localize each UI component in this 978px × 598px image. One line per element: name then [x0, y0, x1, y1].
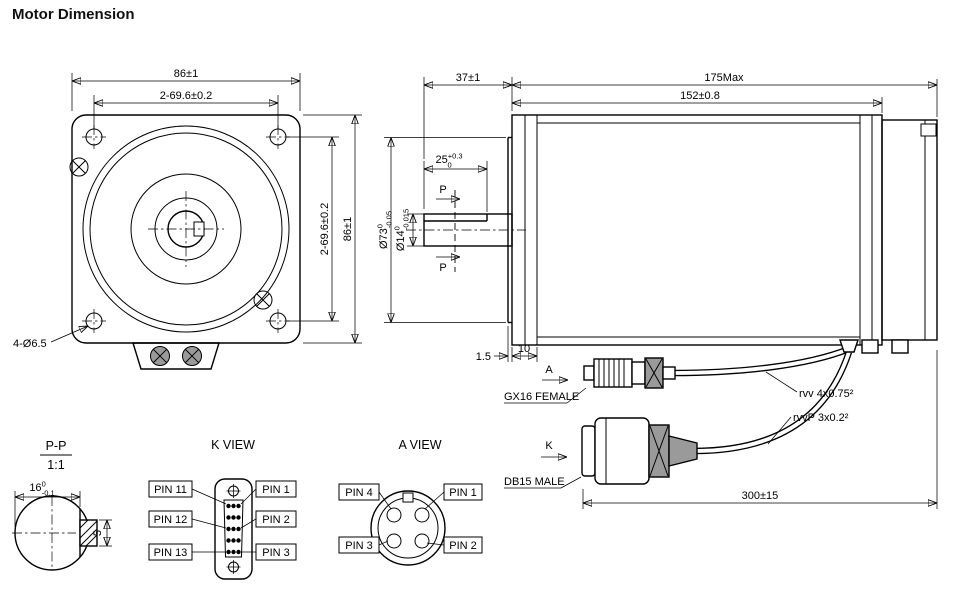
k-view: K VIEW PIN 11 PIN 12 PIN 13 PIN 1 PIN 2 …: [148, 438, 297, 580]
cable-power-label: rvv 4x0.75²: [799, 388, 854, 400]
gx16-connector: [583, 357, 676, 389]
db15-label: DB15 MALE: [504, 476, 582, 489]
cable-signal-label: rvvP 3x0.2²: [793, 412, 849, 424]
dim-pilot-dia: Ø730-0.05: [376, 211, 394, 249]
cable-labels: rvv 4x0.75² rvvP 3x0.2²: [765, 371, 854, 445]
section-mark-p-top: P: [439, 184, 446, 196]
pin-label: PIN 11: [154, 484, 187, 496]
dim-hole-spacing-right: 2-69.6±0.2: [319, 203, 331, 256]
cable-gland: [839, 339, 859, 353]
view-mark-a: A: [545, 364, 553, 376]
gx16-keyway-notch: [402, 492, 414, 503]
dim-hole-spacing-top: 2-69.6±0.2: [160, 90, 213, 102]
a-view-arrow: A: [542, 364, 568, 380]
dim-flange: 10: [518, 343, 530, 355]
cables: [671, 345, 853, 455]
db15-insert: [223, 499, 244, 558]
section-scale: 1:1: [47, 458, 64, 472]
gx16-pins: [386, 507, 430, 549]
dim-cable-length: 300±15: [742, 490, 779, 502]
dim-boss: 1.5: [476, 351, 491, 363]
gx16-face-inner: [377, 497, 439, 559]
side-view: P P: [376, 72, 938, 509]
assembly-screws: [69, 157, 273, 310]
dim-section-width: 160-0.1: [29, 480, 54, 498]
a-view: A VIEW PIN 4 PIN 1 PIN 3 PIN 2: [338, 438, 483, 566]
gx16-label: GX16 FEMALE: [504, 387, 587, 404]
section-title: P-P: [46, 439, 67, 453]
gx16-female-label: GX16 FEMALE: [504, 391, 579, 403]
front-view-dimensions: 86±1 2-69.6±0.2 86±1 2-69.6±0.2 4-Ø6.5: [13, 68, 362, 350]
front-connector-block: [132, 342, 220, 370]
pin-label: PIN 3: [345, 540, 373, 552]
dim-width-top: 86±1: [174, 68, 198, 80]
dim-key-height: 5: [92, 530, 104, 536]
k-view-arrow: K: [541, 440, 567, 457]
section-pp-marks: P P: [436, 184, 460, 274]
motor-body: [507, 114, 938, 346]
view-mark-k: K: [545, 440, 553, 452]
dim-body-length: 152±0.8: [680, 90, 720, 102]
db15-connector: [581, 417, 698, 485]
section-pp-view: P-P 1:1 160-0.1 5: [12, 439, 112, 571]
db15-male-label: DB15 MALE: [504, 476, 565, 488]
pin-label: PIN 13: [154, 547, 188, 559]
db15-pins: [226, 503, 241, 555]
front-view: 86±1 2-69.6±0.2 86±1 2-69.6±0.2 4-Ø6.5: [13, 68, 362, 370]
pin-label: PIN 1: [449, 487, 477, 499]
dim-total-length: 175Max: [704, 72, 744, 84]
dim-height-right: 86±1: [342, 217, 354, 241]
dim-shaft-dia: Ø140-0.015: [393, 209, 411, 251]
pin-label: PIN 2: [262, 514, 290, 526]
holes-callout: 4-Ø6.5: [13, 338, 47, 350]
pin-label: PIN 12: [154, 514, 188, 526]
a-view-title: A VIEW: [398, 438, 441, 452]
k-view-pin-labels: PIN 11 PIN 12 PIN 13 PIN 1 PIN 2 PIN 3: [148, 480, 297, 561]
page-title: Motor Dimension: [12, 6, 135, 23]
pin-label: PIN 4: [345, 487, 373, 499]
rear-details: [839, 339, 909, 354]
pin-label: PIN 1: [262, 484, 290, 496]
a-view-pin-labels: PIN 4 PIN 1 PIN 3 PIN 2: [338, 483, 483, 554]
gx16-face-outer: [370, 490, 446, 566]
pin-label: PIN 3: [262, 547, 290, 559]
pin-label: PIN 2: [449, 540, 477, 552]
dim-shaft-length: 37±1: [456, 72, 480, 84]
k-view-title: K VIEW: [211, 438, 255, 452]
section-mark-p-bottom: P: [439, 262, 446, 274]
